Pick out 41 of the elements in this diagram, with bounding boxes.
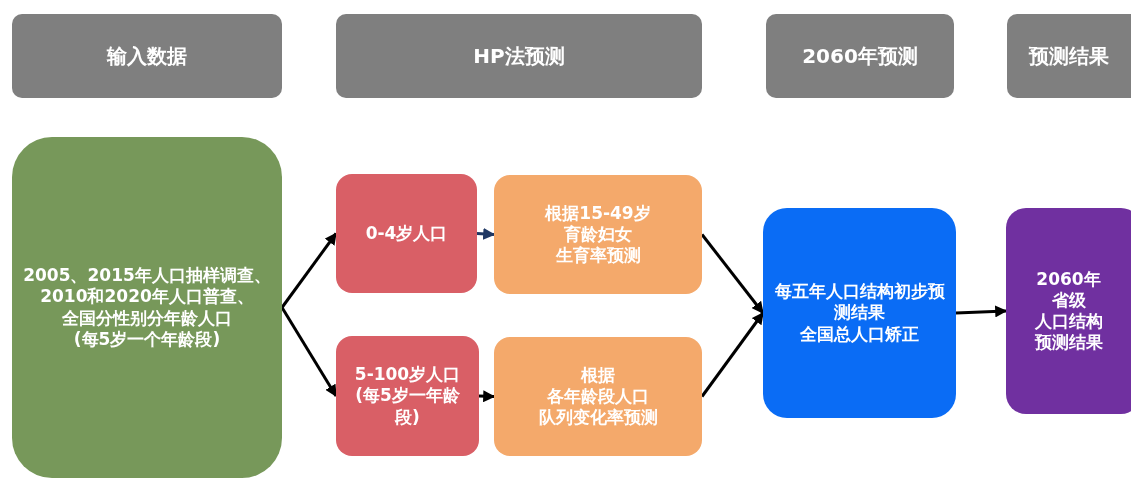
node-text: 输入数据 xyxy=(107,43,187,69)
arrow xyxy=(955,305,1008,318)
node-text: 2005、2015年人口抽样调查、 xyxy=(23,265,271,287)
header-box xyxy=(12,14,282,98)
header-box xyxy=(1007,14,1131,98)
node-text: 2010和2020年人口普查、 xyxy=(40,286,254,308)
node-text: 每五年人口结构初步预测结果 xyxy=(773,281,946,324)
process-box xyxy=(336,336,479,456)
process-box xyxy=(763,208,956,418)
node-text: 根据15-49岁 xyxy=(545,202,651,224)
node-text: 全国总人口矫正 xyxy=(800,323,919,345)
node-text: (每5岁一个年龄段) xyxy=(73,328,221,350)
node-text: 人口结构 xyxy=(1034,311,1103,333)
node-text: 2060年预测 xyxy=(802,43,918,69)
input-box xyxy=(12,137,282,478)
node-text: 全国分性别分年龄人口 xyxy=(62,307,232,329)
arrow xyxy=(280,306,338,397)
node-text: 5-100岁人口 xyxy=(354,364,461,386)
node-text: 各年龄段人口 xyxy=(547,385,649,408)
arrow xyxy=(700,312,765,398)
node-text: (每5岁一年龄段) xyxy=(354,385,461,428)
node-text: HP法预测 xyxy=(473,43,565,69)
process-box xyxy=(336,174,477,293)
node-text: 队列变化率预测 xyxy=(538,407,658,429)
header-box xyxy=(766,14,954,98)
header-box xyxy=(336,14,702,98)
arrow xyxy=(478,390,496,403)
arrow xyxy=(280,232,338,309)
node-text: 根据 xyxy=(581,364,615,386)
result-box xyxy=(1006,208,1131,414)
node-text: 生育率预测 xyxy=(555,245,641,267)
arrow xyxy=(476,227,496,240)
process-box xyxy=(494,175,702,294)
arrow xyxy=(700,233,765,314)
node-text: 0-4岁人口 xyxy=(365,222,448,245)
node-text: 省级 xyxy=(1051,289,1086,311)
node-text: 育龄妇女 xyxy=(564,223,632,246)
process-box xyxy=(494,337,702,456)
node-text: 预测结果 xyxy=(1034,332,1103,354)
node-text: 预测结果 xyxy=(1029,43,1109,69)
node-text: 2060年 xyxy=(1036,268,1101,290)
